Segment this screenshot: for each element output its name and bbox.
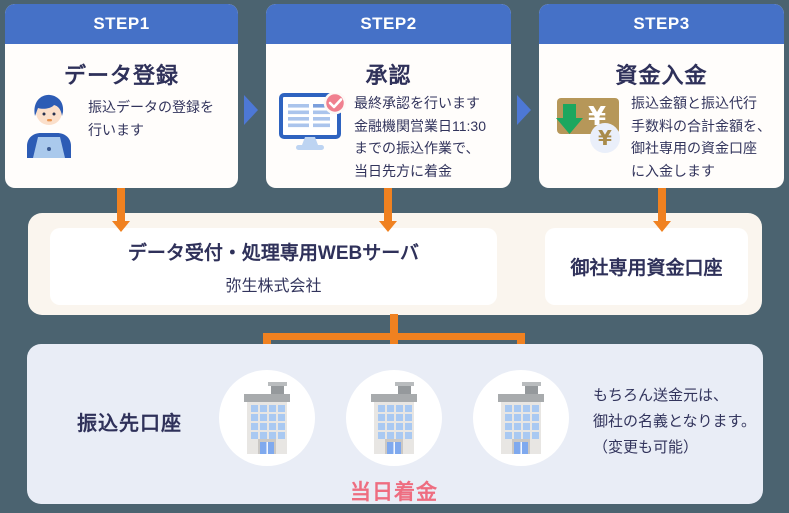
step1-card: STEP1 データ登録 振込データの登録を 行います: [5, 4, 238, 188]
step2-description: 最終承認を行います 金融機関営業日11:30 までの振込作業で、 当日先方に着金: [354, 95, 486, 180]
recipient-bank-circle-3: [473, 370, 569, 466]
step3-card: STEP3 資金入金 ¥ ¥ 振込金額と振込代行 手数料の合計金額を、 御社専用…: [539, 4, 784, 188]
money-deposit-icon: ¥ ¥: [556, 98, 620, 153]
recipient-bank-circle-2: [346, 370, 442, 466]
svg-text:¥: ¥: [598, 126, 612, 150]
office-building-icon: [244, 382, 290, 454]
web-server-card: データ受付・処理専用WEBサーバ 弥生株式会社: [50, 228, 497, 305]
company-fund-account-label: 御社専用資金口座: [570, 258, 723, 279]
server-branch-stem-line: [390, 314, 398, 340]
step3-header: STEP3: [539, 4, 784, 44]
step2-header: STEP2: [266, 4, 511, 44]
step3-down-arrow-line: [658, 188, 666, 222]
step3-badge: STEP3: [633, 14, 690, 33]
person-at-laptop-icon: [27, 94, 71, 158]
step2-down-arrow-icon: [379, 221, 397, 232]
same-day-deposit-label: 当日着金: [350, 481, 438, 504]
step3-description: 振込金額と振込代行 手数料の合計金額を、 御社専用の資金口座 に入金します: [631, 95, 771, 180]
recipient-accounts-label: 振込先口座: [77, 413, 182, 435]
step1-header: STEP1: [5, 4, 238, 44]
web-server-subtitle: 弥生株式会社: [225, 277, 322, 295]
step1-badge: STEP1: [93, 14, 150, 33]
step1-down-arrow-line: [117, 188, 125, 222]
step2-title: 承認: [365, 63, 412, 88]
step1-title: データ登録: [63, 63, 179, 88]
step1-to-step2-arrow-icon: [244, 95, 258, 125]
step3-title: 資金入金: [615, 63, 708, 88]
step2-down-arrow-line: [384, 188, 392, 222]
step1-description: 振込データの登録を 行います: [88, 99, 214, 138]
step2-badge: STEP2: [360, 14, 417, 33]
sender-name-note: もちろん送金元は、 御社の名義となります。 （変更も可能）: [593, 387, 757, 456]
monitor-check-icon: [279, 93, 347, 150]
office-building-icon: [371, 382, 417, 454]
step2-to-step3-arrow-icon: [517, 95, 531, 125]
step3-down-arrow-icon: [653, 221, 671, 232]
step1-down-arrow-icon: [112, 221, 130, 232]
company-fund-account-card: 御社専用資金口座: [545, 228, 748, 305]
web-server-title: データ受付・処理専用WEBサーバ: [127, 242, 420, 264]
recipient-bank-circle-1: [219, 370, 315, 466]
step2-card: STEP2 承認 最終承認を行います 金融機関営業日11:30 までの振込作業で…: [266, 4, 511, 188]
office-building-icon: [498, 382, 544, 454]
